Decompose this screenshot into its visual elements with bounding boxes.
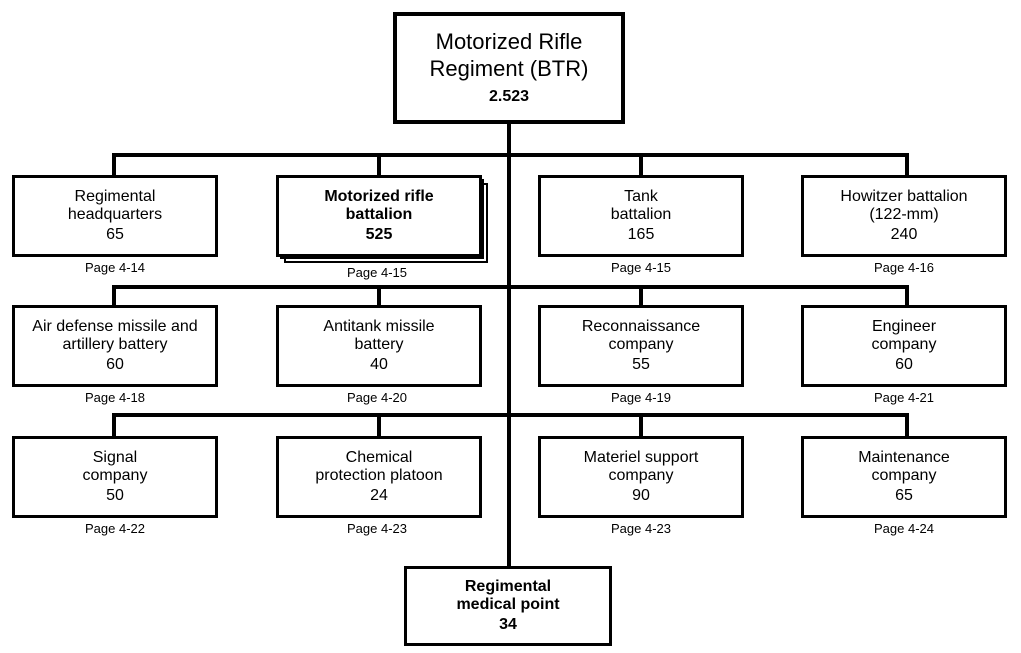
unit-box-signal-company: Signal company 50	[12, 436, 218, 518]
unit-personnel-count: 90	[632, 486, 650, 504]
page-reference: Page 4-21	[874, 390, 934, 405]
page-reference: Page 4-22	[85, 521, 145, 536]
page-reference: Page 4-23	[611, 521, 671, 536]
unit-name: Materiel support company	[583, 448, 699, 485]
unit-name: Maintenance company	[858, 448, 950, 485]
unit-personnel-count: 34	[499, 615, 517, 633]
page-reference: Page 4-15	[347, 265, 407, 280]
unit-personnel-count: 40	[370, 355, 388, 373]
unit-personnel-count: 165	[627, 225, 655, 243]
unit-personnel-count: 50	[106, 486, 124, 504]
unit-name: Motorized Rifle Regiment (BTR)	[429, 29, 589, 81]
unit-personnel-count: 240	[890, 225, 918, 243]
unit-box-antitank-missile-battery: Antitank missile battery 40	[276, 305, 482, 387]
page-reference: Page 4-15	[611, 260, 671, 275]
page-reference: Page 4-14	[85, 260, 145, 275]
unit-name: Chemical protection platoon	[315, 448, 443, 485]
unit-box-regimental-headquarters: Regimental headquarters 65	[12, 175, 218, 257]
page-reference: Page 4-23	[347, 521, 407, 536]
unit-box-chemical-protection-platoon: Chemical protection platoon 24	[276, 436, 482, 518]
unit-box-engineer-company: Engineer company 60	[801, 305, 1007, 387]
unit-box-motorized-rifle-battalion: Motorized rifle battalion 525	[276, 175, 482, 257]
unit-box-reconnaissance-company: Reconnaissance company 55	[538, 305, 744, 387]
unit-box-howitzer-battalion: Howitzer battalion (122-mm) 240	[801, 175, 1007, 257]
page-reference: Page 4-18	[85, 390, 145, 405]
unit-box-tank-battalion: Tank battalion 165	[538, 175, 744, 257]
page-reference: Page 4-16	[874, 260, 934, 275]
page-reference: Page 4-24	[874, 521, 934, 536]
unit-personnel-count: 60	[895, 355, 913, 373]
unit-box-regimental-medical-point: Regimental medical point 34	[404, 566, 612, 646]
unit-name: Signal company	[82, 448, 148, 485]
unit-personnel-count: 60	[106, 355, 124, 373]
unit-name: Reconnaissance company	[581, 317, 701, 354]
unit-box-air-defense-missile-artillery-battery: Air defense missile and artillery batter…	[12, 305, 218, 387]
unit-name: Antitank missile battery	[323, 317, 435, 354]
unit-name: Regimental medical point	[456, 577, 560, 614]
unit-personnel-count: 525	[365, 225, 393, 243]
unit-box-maintenance-company: Maintenance company 65	[801, 436, 1007, 518]
unit-name: Regimental headquarters	[67, 187, 163, 224]
page-reference: Page 4-19	[611, 390, 671, 405]
page-reference: Page 4-20	[347, 390, 407, 405]
unit-box-motorized-rifle-regiment: Motorized Rifle Regiment (BTR) 2.523	[393, 12, 625, 124]
unit-personnel-count: 2.523	[488, 88, 530, 106]
unit-name: Tank battalion	[610, 187, 672, 224]
unit-name: Air defense missile and artillery batter…	[32, 317, 198, 354]
unit-personnel-count: 65	[106, 225, 124, 243]
unit-personnel-count: 55	[632, 355, 650, 373]
unit-personnel-count: 24	[370, 486, 388, 504]
unit-name: Howitzer battalion (122-mm)	[840, 187, 968, 224]
unit-personnel-count: 65	[895, 486, 913, 504]
unit-name: Motorized rifle battalion	[324, 187, 434, 224]
unit-name: Engineer company	[871, 317, 937, 354]
unit-box-materiel-support-company: Materiel support company 90	[538, 436, 744, 518]
